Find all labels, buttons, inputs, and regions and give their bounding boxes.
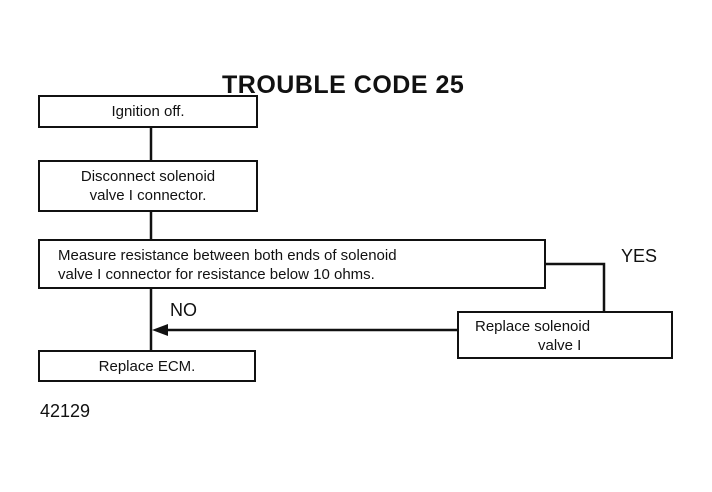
arrowhead-to-ecm-line <box>152 324 168 336</box>
figure-number: 42129 <box>40 401 91 421</box>
step-replace-ecm-label: Replace ECM. <box>98 358 196 375</box>
step-disconnect-line2: valve I connector. <box>89 187 207 204</box>
connector-measure-to-replace-valve-yes <box>546 262 606 311</box>
step-replace-valve-line1: Replace solenoid <box>475 318 591 335</box>
step-measure-line2: valve I connector for resistance below 1… <box>58 266 375 283</box>
step-replace-ecm: Replace ECM. <box>38 350 256 382</box>
step-ignition-off-label: Ignition off. <box>111 103 185 120</box>
branch-no-label: NO <box>170 300 197 320</box>
branch-yes-label: YES <box>621 246 658 266</box>
step-measure-line1: Measure resistance between both ends of … <box>58 247 397 264</box>
step-ignition-off: Ignition off. <box>38 95 258 128</box>
step-replace-valve-line2: valve I <box>538 337 582 354</box>
step-replace-solenoid-valve: Replace solenoid valve I <box>457 311 673 359</box>
step-measure-resistance: Measure resistance between both ends of … <box>38 239 546 289</box>
page-title: TROUBLE CODE 25 <box>222 71 465 99</box>
step-disconnect-line1: Disconnect solenoid <box>80 168 216 185</box>
step-disconnect-connector: Disconnect solenoid valve I connector. <box>38 160 258 212</box>
